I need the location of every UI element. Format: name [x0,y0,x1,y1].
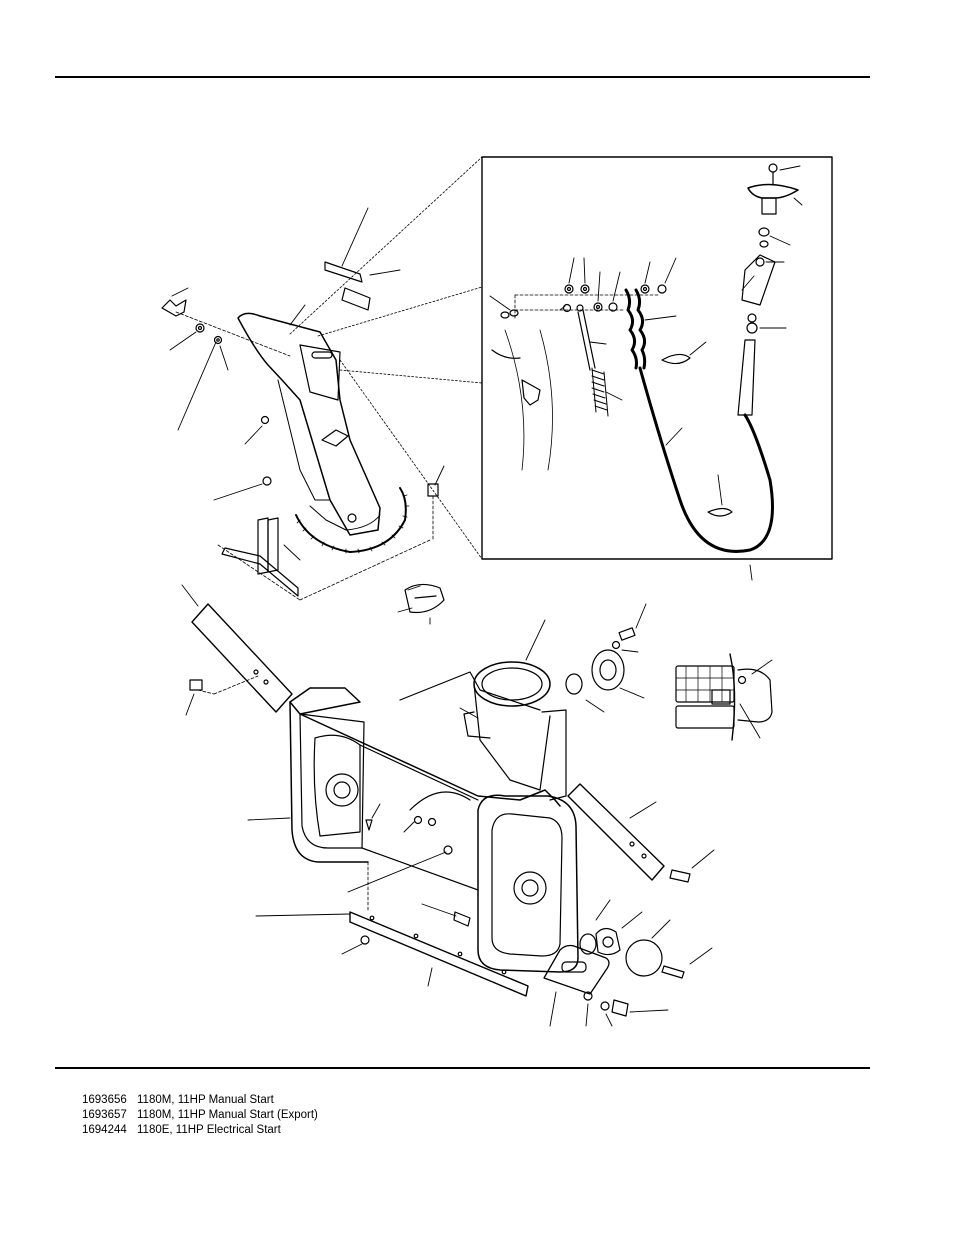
right-side-bar [567,783,715,883]
model-number: 1693656 [82,1094,127,1106]
scraper-bar [255,861,529,997]
shear-pin-detail [675,653,773,741]
model-number: 1694244 [82,1124,127,1136]
skid-shoe [543,899,713,1027]
auger-housing [247,603,647,973]
footer-rule [55,1067,870,1069]
model-list: 1693656 1180M, 11HP Manual Start 1693657… [82,1093,318,1138]
model-description: 1180M, 11HP Manual Start [137,1094,274,1106]
model-row: 1693657 1180M, 11HP Manual Start (Export… [82,1108,318,1123]
discharge-chute [161,207,445,561]
model-description: 1180M, 11HP Manual Start (Export) [137,1109,318,1121]
header-rule [55,76,870,78]
model-row: 1694244 1180E, 11HP Electrical Start [82,1123,318,1138]
detail-inset [289,156,833,581]
left-side-bar [181,584,293,716]
model-row: 1693656 1180M, 11HP Manual Start [82,1093,318,1108]
model-number: 1693657 [82,1109,127,1121]
chute-handle-bracket [217,517,445,625]
model-description: 1180E, 11HP Electrical Start [137,1124,281,1136]
